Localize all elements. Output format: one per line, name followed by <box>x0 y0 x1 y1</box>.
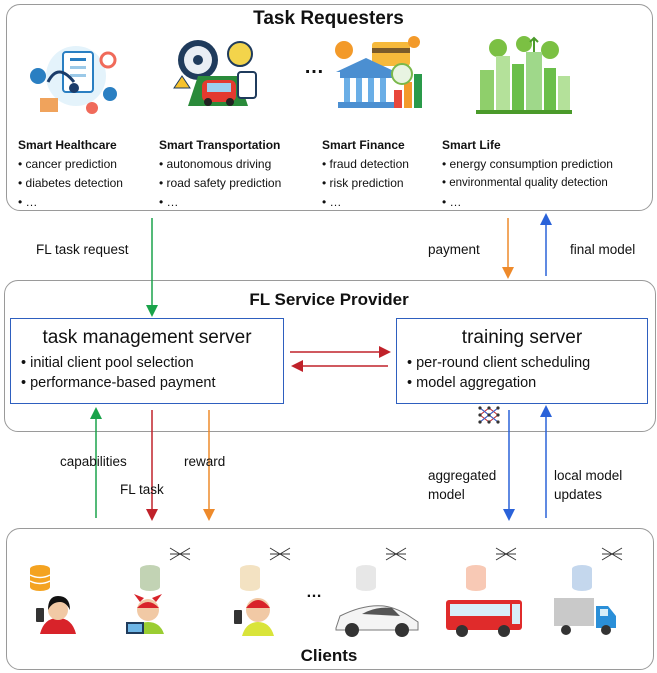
malicious-phone-user-icon <box>234 598 274 636</box>
domain-item: environmental quality detection <box>442 174 613 193</box>
domain-item: autonomous driving <box>159 155 281 174</box>
training-server-item: per-round client scheduling <box>407 353 647 373</box>
clients-ellipsis: … <box>306 584 322 601</box>
final-model-label: final model <box>570 242 636 257</box>
person-phone-icon <box>36 596 76 634</box>
database-icon <box>29 565 51 591</box>
domain-item: … <box>18 193 123 212</box>
bus-icon <box>446 600 522 637</box>
domain-name: Smart Life <box>442 138 501 152</box>
task-request-label: FL task request <box>36 242 129 257</box>
neural-net-icon <box>478 406 500 424</box>
smart-city-icon <box>476 36 572 114</box>
domain-item: … <box>322 193 409 212</box>
domain-item: risk prediction <box>322 174 409 193</box>
truck-icon <box>554 598 616 635</box>
neural-net-icon <box>601 547 623 561</box>
database-icon <box>572 565 592 591</box>
domain-name: Smart Healthcare <box>18 138 117 152</box>
payment-label: payment <box>428 242 480 257</box>
domain-item: … <box>159 193 281 212</box>
task-server-title: task management server <box>42 327 252 348</box>
car-icon <box>335 605 419 637</box>
task-requesters-title: Task Requesters <box>253 8 404 29</box>
domain-item: diabetes detection <box>18 174 123 193</box>
training-server-title: training server <box>461 327 583 348</box>
task-management-server: task management server initial client po… <box>10 318 284 404</box>
local-updates-label: local model updates <box>554 466 622 504</box>
neural-net-icon <box>169 547 191 561</box>
domain-item: cancer prediction <box>18 155 123 174</box>
fl-task-label: FL task <box>120 482 164 497</box>
aggregated-model-line: model <box>428 487 465 502</box>
domain-smart-life: Smart Life energy consumption prediction… <box>442 136 613 212</box>
domain-name: Smart Transportation <box>159 138 281 152</box>
domain-finance: Smart Finance fraud detection risk predi… <box>322 136 409 212</box>
neural-net-icon <box>495 547 517 561</box>
domain-name: Smart Finance <box>322 138 405 152</box>
service-provider-title: FL Service Provider <box>249 290 409 309</box>
task-server-item: performance-based payment <box>21 373 283 393</box>
task-server-item: initial client pool selection <box>21 353 283 373</box>
aggregated-model-label: aggregated model <box>428 466 496 504</box>
database-icon <box>356 565 376 591</box>
local-updates-line: updates <box>554 487 603 502</box>
aggregated-model-line: aggregated <box>428 468 497 483</box>
neural-net-icon <box>269 547 291 561</box>
training-server-item: model aggregation <box>407 373 647 393</box>
reward-label: reward <box>184 454 226 469</box>
transportation-icon <box>173 40 257 106</box>
capabilities-label: capabilities <box>60 454 127 469</box>
domain-healthcare: Smart Healthcare cancer prediction diabe… <box>18 136 123 212</box>
domain-item: energy consumption prediction <box>442 155 613 174</box>
domain-item: … <box>442 193 613 212</box>
domain-transportation: Smart Transportation autonomous driving … <box>159 136 281 212</box>
neural-net-icon <box>385 547 407 561</box>
clients-title: Clients <box>300 646 358 665</box>
malicious-laptop-user-icon <box>126 594 164 634</box>
database-icon <box>240 565 260 591</box>
finance-icon <box>335 36 422 108</box>
database-icon <box>466 565 486 591</box>
healthcare-icon <box>30 46 117 114</box>
clients-panel <box>6 528 654 670</box>
domain-item: road safety prediction <box>159 174 282 193</box>
local-updates-line: local model <box>554 468 623 483</box>
training-server: training server per-round client schedul… <box>396 318 648 404</box>
requesters-ellipsis: … <box>304 56 324 78</box>
domain-item: fraud detection <box>322 155 409 174</box>
database-icon <box>140 565 160 591</box>
